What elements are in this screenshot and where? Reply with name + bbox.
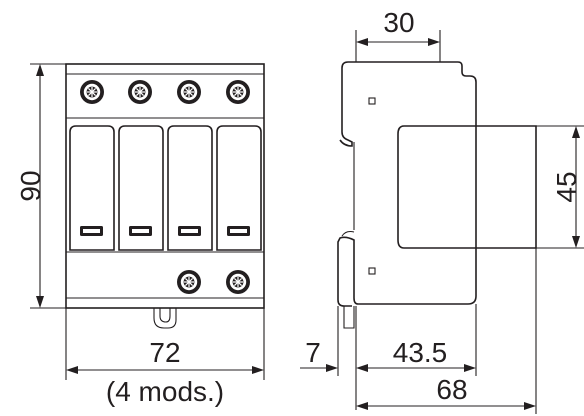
terminal-screw-icon (79, 79, 105, 105)
dim-width-72: 72 (4 mods.) (65, 308, 265, 407)
terminal-screw-icon (225, 79, 251, 105)
terminal-screw-icon (225, 269, 251, 295)
terminal-screw-icon (127, 79, 153, 105)
dim-offset-label: 7 (305, 337, 321, 368)
dim-width-note: (4 mods.) (106, 376, 224, 407)
plug-in-module (216, 125, 262, 251)
front-view (65, 63, 265, 329)
plug-in-module (167, 125, 213, 251)
side-housing (337, 61, 477, 307)
dim-face-label: 45 (551, 171, 582, 202)
plug-in-module (118, 125, 164, 251)
dim-height-90: 90 (15, 63, 66, 309)
dim-depth-label: 43.5 (393, 337, 448, 368)
terminal-screw-icon (176, 79, 202, 105)
side-plug-module (397, 125, 537, 249)
din-clip (153, 308, 177, 329)
dim-offset-7: 7 (300, 306, 357, 410)
dim-face-45: 45 (536, 125, 584, 249)
plug-in-module (69, 125, 115, 251)
dim-top-label: 30 (383, 7, 414, 38)
dim-depth-43-5: 43.5 (356, 304, 477, 376)
dim-top-30: 30 (355, 7, 441, 62)
front-housing (65, 63, 265, 309)
side-view (337, 61, 537, 329)
dim-total-68: 68 (356, 248, 537, 414)
dim-total-label: 68 (436, 374, 467, 405)
dim-height-label: 90 (15, 170, 46, 201)
dim-width-label: 72 (149, 337, 180, 368)
terminal-screw-icon (176, 269, 202, 295)
